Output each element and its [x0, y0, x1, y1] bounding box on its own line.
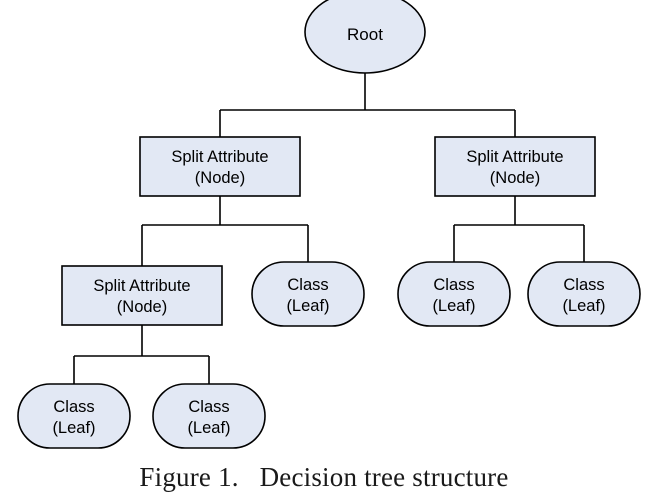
leaf-right-b-pill: [527, 261, 641, 327]
tree-node-split-left-sub[interactable]: Split Attribute (Node): [61, 265, 223, 326]
leaf-bottom-b-label-line2: (Leaf): [187, 419, 230, 437]
leaf-center-label-line1: Class: [287, 276, 328, 294]
leaf-bottom-b-pill: [152, 383, 266, 449]
connector-group: [73, 73, 585, 384]
leaf-bottom-a-pill: [17, 383, 131, 449]
decision-tree-diagram: Root Split Attribute (Node) Split Attrib…: [17, 0, 641, 449]
leaf-right-a-label-line2: (Leaf): [432, 297, 475, 315]
split-left-sub-label-line2: (Node): [117, 298, 167, 316]
split-left-rect: [139, 136, 301, 197]
tree-leaf-center[interactable]: Class (Leaf): [251, 261, 365, 327]
leaf-right-a-label-line1: Class: [433, 276, 474, 294]
leaf-right-a-pill: [397, 261, 511, 327]
split-left-sub-label-line1: Split Attribute: [93, 277, 190, 295]
root-label: Root: [347, 25, 383, 44]
leaf-center-label-line2: (Leaf): [286, 297, 329, 315]
root-ellipse: [304, 0, 426, 74]
split-left-sub-rect: [61, 265, 223, 326]
split-left-label-line1: Split Attribute: [171, 148, 268, 166]
tree-leaf-bottom-a[interactable]: Class (Leaf): [17, 383, 131, 449]
split-right-rect: [434, 136, 596, 197]
tree-node-root[interactable]: Root: [304, 0, 426, 74]
tree-leaf-right-a[interactable]: Class (Leaf): [397, 261, 511, 327]
tree-node-split-right[interactable]: Split Attribute (Node): [434, 136, 596, 197]
figure-caption: Figure 1. Decision tree structure: [139, 462, 509, 492]
leaf-bottom-a-label-line1: Class: [53, 398, 94, 416]
leaf-center-pill: [251, 261, 365, 327]
tree-leaf-bottom-b[interactable]: Class (Leaf): [152, 383, 266, 449]
leaf-right-b-label-line2: (Leaf): [562, 297, 605, 315]
leaf-bottom-b-label-line1: Class: [188, 398, 229, 416]
split-right-label-line1: Split Attribute: [466, 148, 563, 166]
tree-node-split-left[interactable]: Split Attribute (Node): [139, 136, 301, 197]
leaf-right-b-label-line1: Class: [563, 276, 604, 294]
leaf-bottom-a-label-line2: (Leaf): [52, 419, 95, 437]
split-left-label-line2: (Node): [195, 169, 245, 187]
tree-leaf-right-b[interactable]: Class (Leaf): [527, 261, 641, 327]
split-right-label-line2: (Node): [490, 169, 540, 187]
